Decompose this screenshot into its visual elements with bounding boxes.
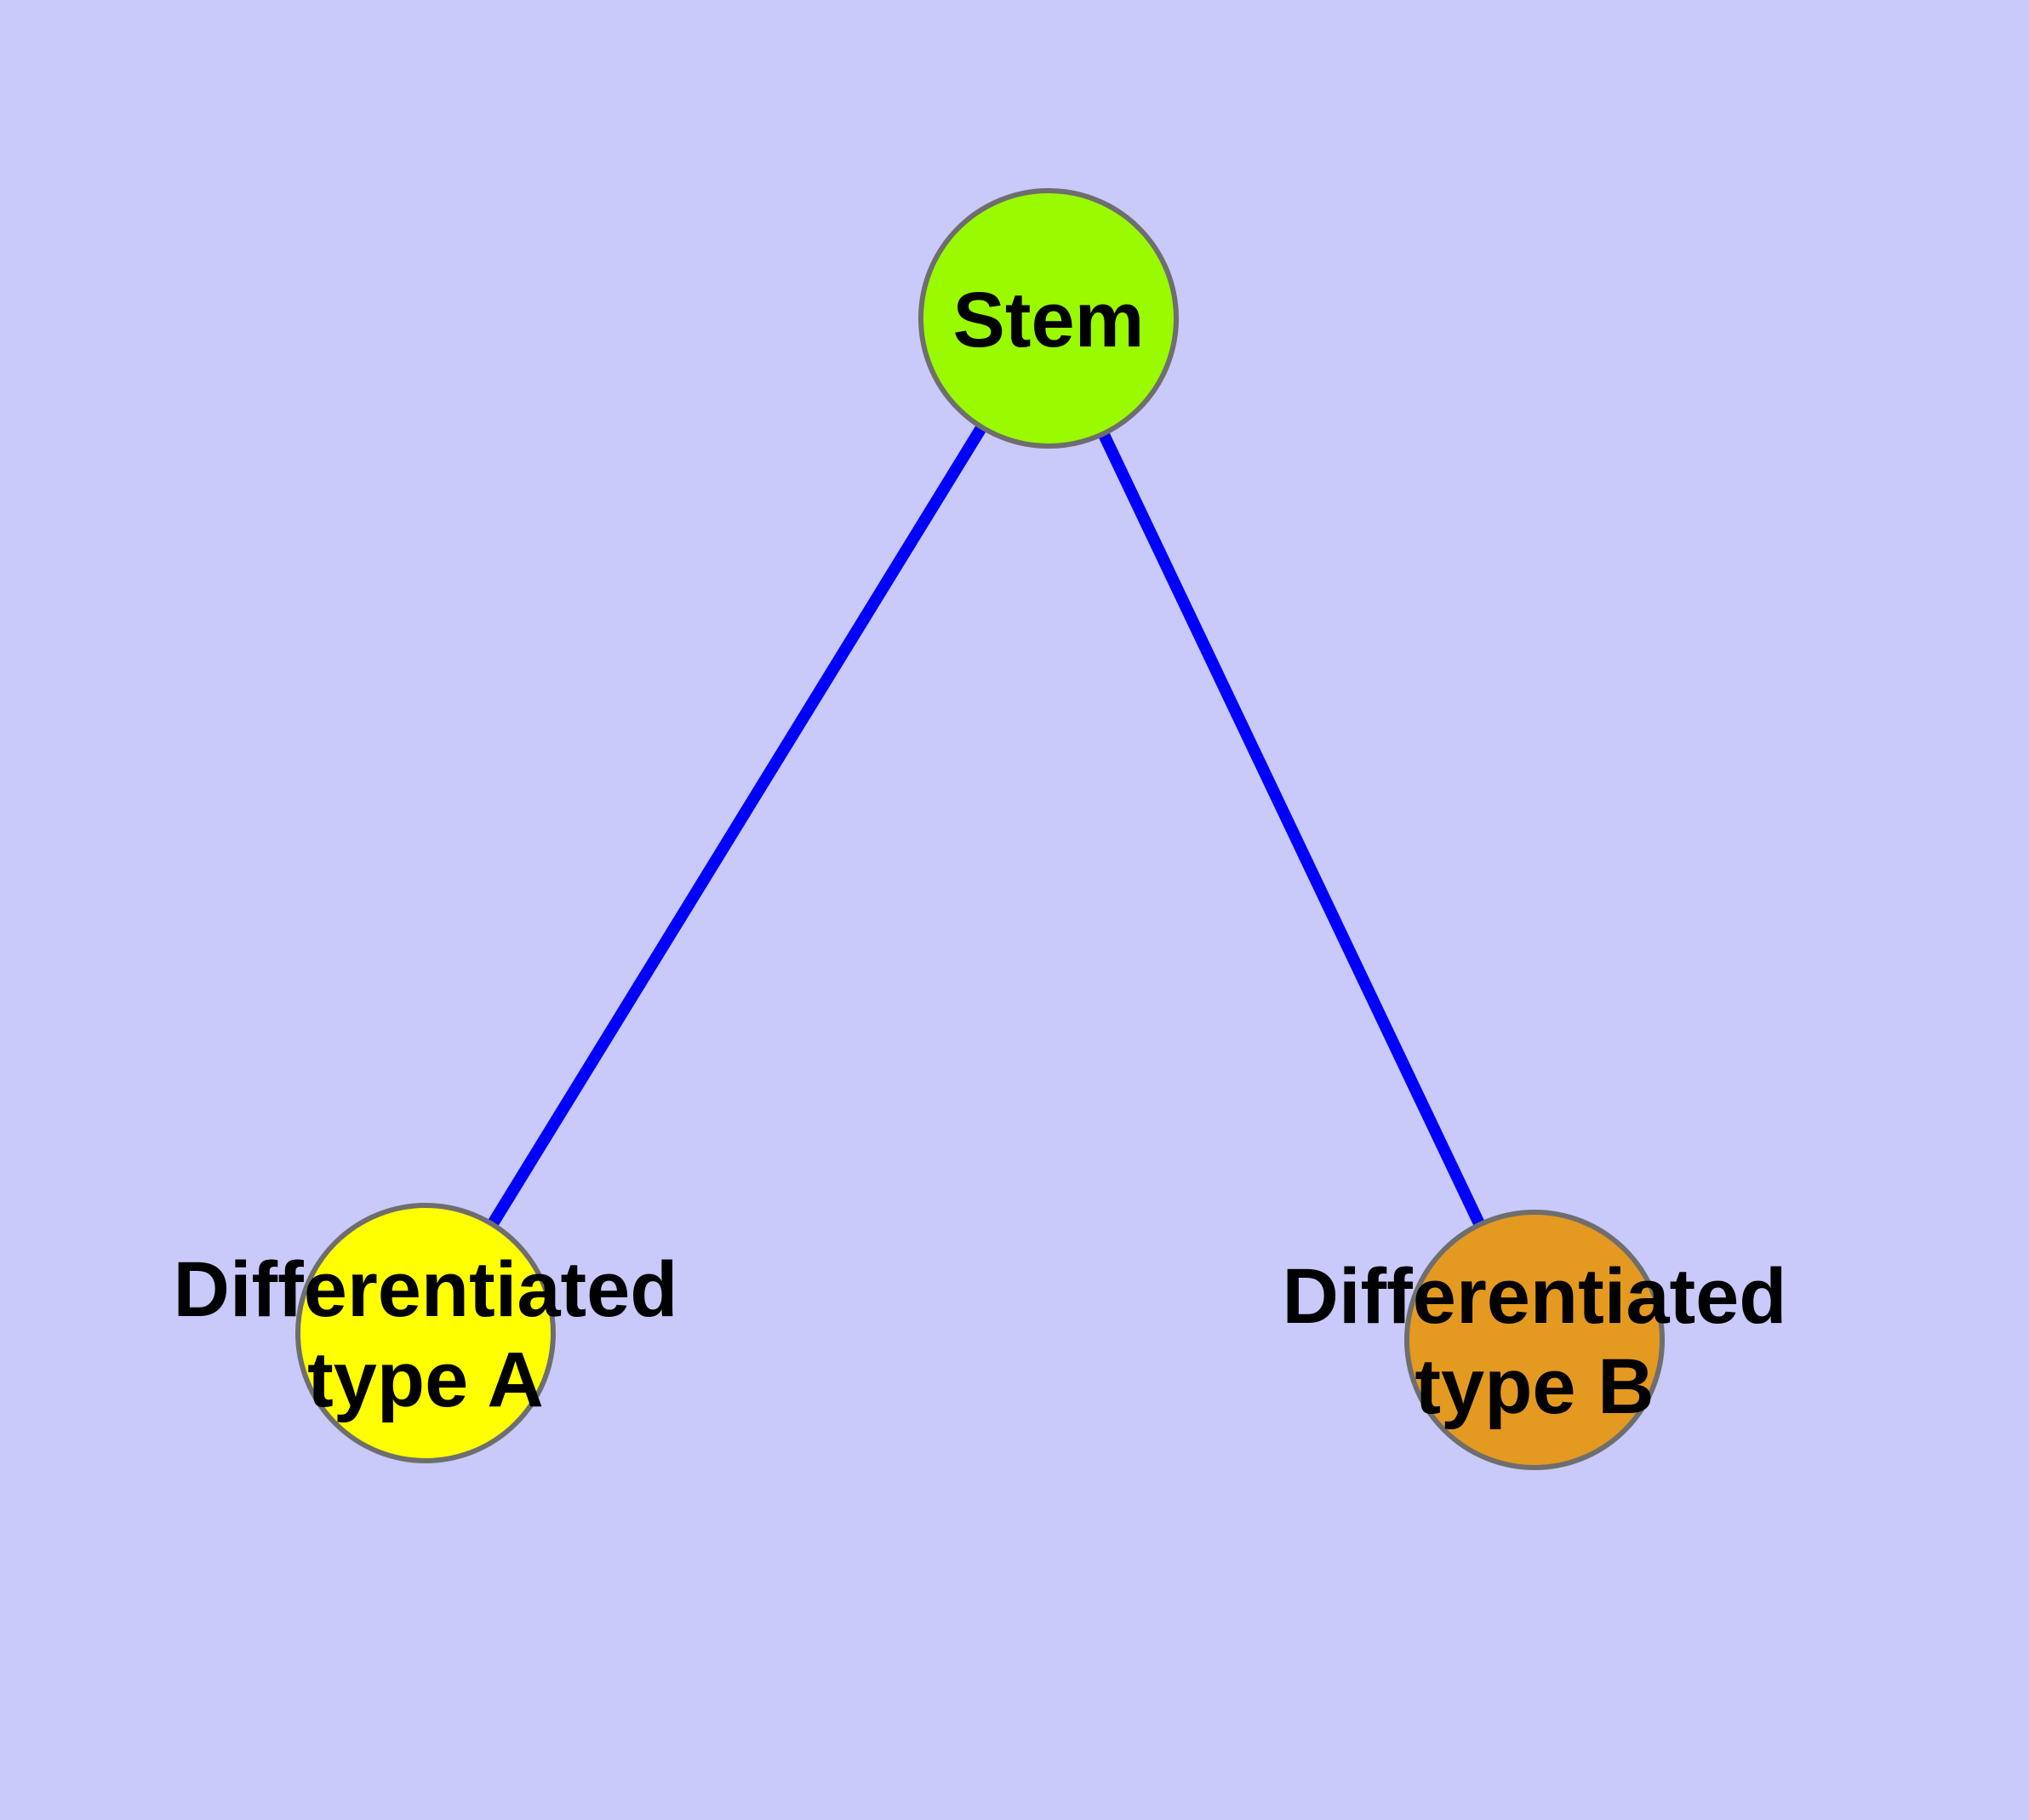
node-stem-label: Stem — [953, 277, 1145, 363]
edge-stem-to-type-b — [1043, 315, 1540, 1343]
node-differentiated-type-b[interactable] — [1404, 1210, 1665, 1470]
node-type-b-label-line2: type B — [1415, 1343, 1654, 1430]
edge-stem-to-type-a — [420, 315, 1054, 1336]
node-differentiated-type-a[interactable] — [295, 1203, 556, 1463]
node-type-a-label-line2: type A — [307, 1336, 544, 1423]
node-stem[interactable] — [918, 188, 1179, 449]
node-type-b-label-line1: Differentiated — [1283, 1253, 1787, 1340]
node-type-a-label-line1: Differentiated — [174, 1246, 678, 1333]
